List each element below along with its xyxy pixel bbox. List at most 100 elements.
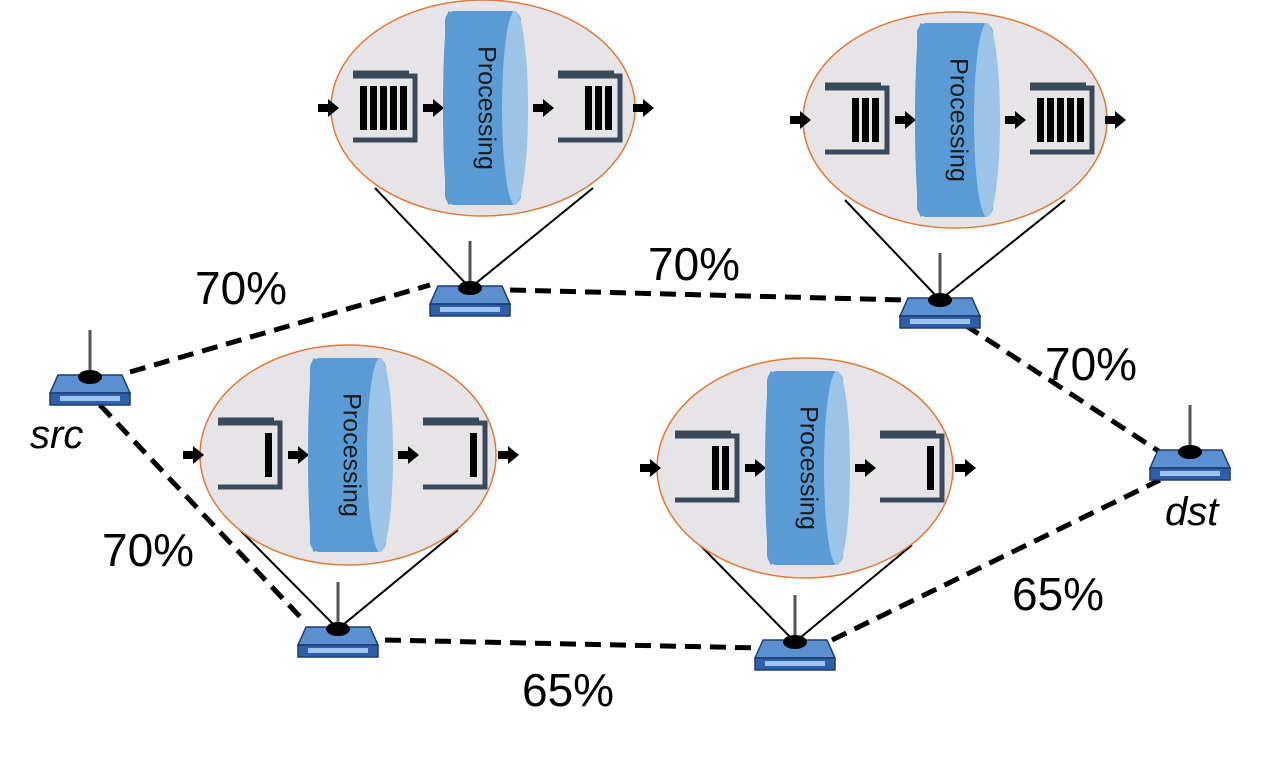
processing-cylinder-icon: Processing [443, 11, 528, 205]
arrow-right-icon-shaft [318, 104, 328, 112]
output-queue [423, 417, 488, 490]
link-r1-r2 [509, 287, 906, 303]
processor-label: Processing [944, 58, 972, 182]
network-links [98, 282, 1162, 651]
packet [1037, 98, 1044, 142]
router-display [60, 396, 120, 401]
link-r4-dst [830, 477, 1162, 643]
router-hub [326, 622, 350, 636]
arrow-right-icon-shaft [498, 451, 508, 459]
processor-back-face [308, 358, 320, 552]
arrow-right-icon-shaft [183, 451, 193, 459]
wireless-router-icon [1148, 405, 1232, 481]
arrow-right-icon-shaft [1005, 116, 1015, 124]
wireless-router-icon [48, 330, 132, 406]
packet [605, 86, 612, 130]
cone-line-right [469, 187, 594, 289]
router-display [1160, 471, 1220, 476]
input-queue-outline [353, 73, 418, 143]
packet [380, 86, 387, 130]
packet [712, 446, 719, 490]
arrow-right-icon [755, 459, 766, 477]
arrow-right-icon-shaft [895, 116, 905, 124]
arrow-right-icon-shaft [955, 464, 965, 472]
processor-body [310, 358, 386, 552]
router-display [440, 307, 500, 312]
processor-back-face [915, 23, 927, 217]
link-label-r4-dst: 65% [1012, 568, 1104, 620]
arrow-right-icon [643, 99, 654, 117]
zoom-bubble-r2: Processing [790, 11, 1126, 229]
input-queue [218, 417, 283, 490]
arrow-right-icon [328, 99, 339, 117]
wireless-router-icon [753, 595, 837, 671]
output-queue [558, 70, 623, 143]
packet [400, 86, 407, 130]
packet [470, 433, 477, 477]
packet [927, 446, 934, 490]
processor-end-face [502, 11, 528, 205]
arrow-right-icon [1115, 111, 1126, 129]
cone-line-left [374, 187, 471, 289]
link-label-r3-r4: 65% [522, 664, 614, 716]
arrow-right-icon [865, 459, 876, 477]
output-queue-outline [880, 433, 945, 503]
arrow-right-icon-shaft [790, 116, 800, 124]
arrow-right-icon [193, 446, 204, 464]
arrow-right-icon [543, 99, 554, 117]
input-queue [825, 82, 890, 155]
arrow-right-icon [965, 459, 976, 477]
processor-label: Processing [794, 406, 822, 530]
zoom-bubble-r1: Processing [318, 0, 654, 217]
arrow-right-icon-shaft [398, 451, 408, 459]
link-label-r2-dst: 70% [1045, 338, 1137, 390]
output-queue-outline [423, 420, 488, 490]
processor-end-face [824, 371, 850, 565]
link-r3-r4 [384, 637, 761, 651]
router-hub [78, 370, 102, 384]
routers [48, 241, 1232, 671]
cone-line-left [699, 544, 796, 643]
router-hub [783, 635, 807, 649]
arrow-right-icon-shaft [1105, 116, 1115, 124]
cone-line-right [794, 544, 913, 643]
arrow-right-icon [905, 111, 916, 129]
input-queue-outline [218, 420, 283, 490]
router-display [765, 661, 825, 666]
packet [852, 98, 859, 142]
arrow-right-icon [433, 99, 444, 117]
processor-label: Processing [472, 46, 500, 170]
input-queue [675, 430, 740, 503]
processing-cylinder-icon: Processing [915, 23, 1000, 217]
zoom-bubble-r3: Processing [183, 344, 519, 566]
arrow-right-icon-shaft [855, 464, 865, 472]
arrow-right-icon-shaft [288, 451, 298, 459]
packet [390, 86, 397, 130]
arrow-right-icon-shaft [423, 104, 433, 112]
cone-line-right [939, 199, 1066, 301]
packet [585, 86, 592, 130]
arrow-right-icon-shaft [533, 104, 543, 112]
zoom-cone-lines [239, 187, 1066, 643]
router-display [910, 319, 970, 324]
output-queue [880, 430, 945, 503]
cone-line-left [844, 199, 941, 301]
arrow-right-icon [650, 459, 661, 477]
packet [1047, 98, 1054, 142]
zoom-bubble-r4: Processing [640, 357, 976, 579]
packet [370, 86, 377, 130]
link-src-r1 [129, 282, 431, 375]
processor-back-face [443, 11, 455, 205]
processor-body [917, 23, 993, 217]
router-display [308, 648, 368, 653]
input-queue-outline [675, 433, 740, 503]
processing-cylinder-icon: Processing [765, 371, 850, 565]
arrow-right-icon-shaft [633, 104, 643, 112]
packet [872, 98, 879, 142]
router-hub [1178, 445, 1202, 459]
cone-line-left [239, 529, 339, 630]
wireless-router-icon [296, 582, 380, 658]
processor-body [445, 11, 521, 205]
node-label-src: src [30, 413, 83, 457]
